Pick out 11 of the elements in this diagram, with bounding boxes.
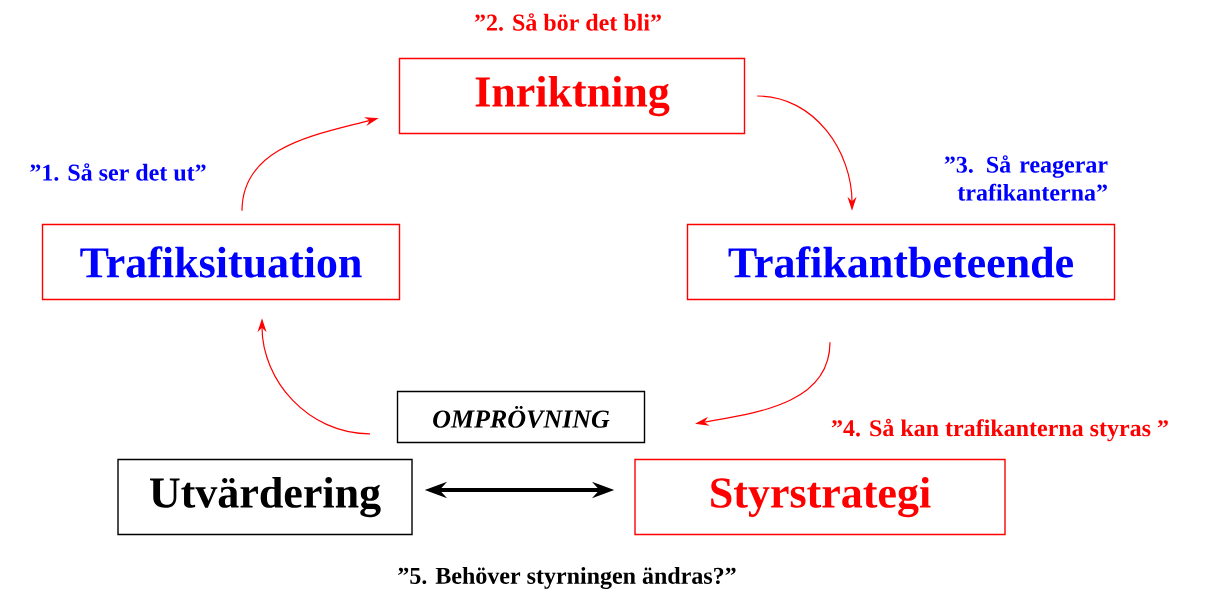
annotation: ”1. Så ser det ut”: [30, 163, 206, 181]
label-box: OMPRÖVNING: [396, 390, 646, 444]
process-box: Trafiksituation: [41, 223, 401, 301]
annotation: ”4. Så kan trafikanterna styras ”: [831, 418, 1168, 442]
annotation: ”2. Så bör det bli”: [474, 13, 661, 31]
process-box: Styrstrategi: [634, 458, 1006, 536]
process-box: Utvärdering: [117, 458, 413, 536]
annotation: ”5. Behöver styrningen ändras?”: [398, 567, 736, 589]
process-box: Inriktning: [398, 57, 746, 135]
process-box: Trafikantbeteende: [686, 223, 1116, 301]
annotation: ”3. Så reagerar trafikanterna”: [944, 155, 1108, 201]
